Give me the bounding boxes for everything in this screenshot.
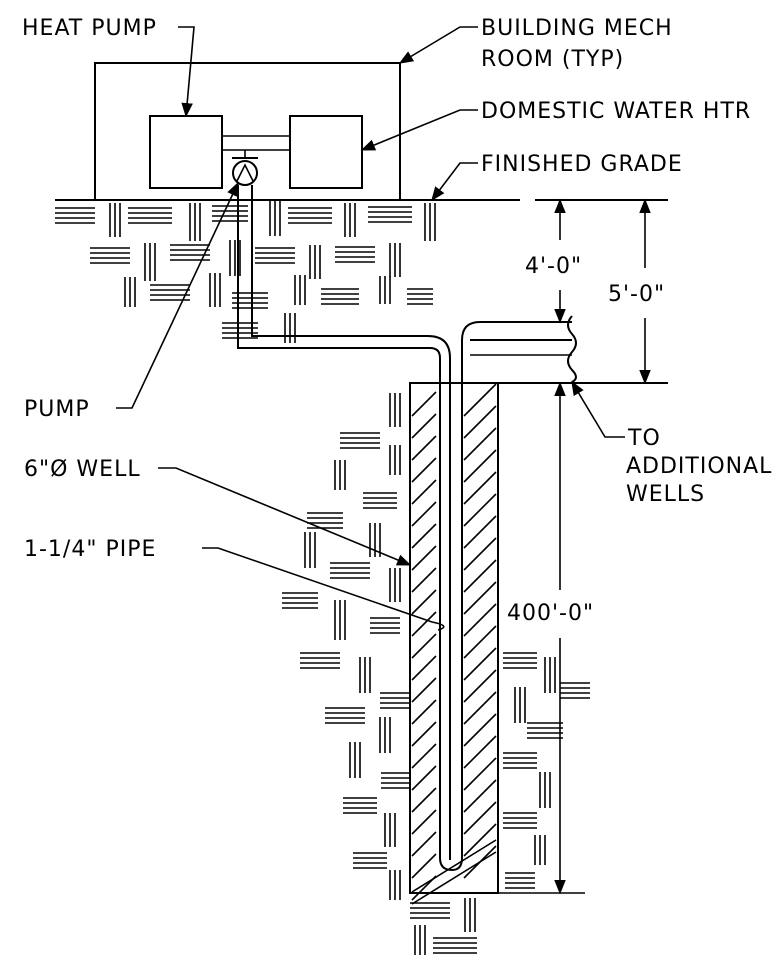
dim-5ft-label: 5'-0" [608,282,665,307]
pump-leader [116,181,239,409]
to-additional-label-line3: WELLS [626,482,705,507]
well-label: 6"Ø WELL [24,457,141,482]
building-mech-leader [398,26,478,64]
return-pipe [251,185,451,860]
soil-texture [55,200,590,955]
supply-pipe [237,185,572,872]
dim-400ft-label: 400'-0" [507,601,594,626]
pipe-break-symbol [567,315,577,383]
dim-4ft-label: 4'-0" [525,254,582,279]
pump-label: PUMP [24,397,90,422]
to-additional-leader [571,380,625,438]
heat-pump-label: HEAT PUMP [22,16,157,41]
heat-pump-unit [149,115,223,189]
pump-triangle [236,163,254,182]
pipe-leader [202,547,445,631]
finished-grade-leader [431,162,478,202]
domestic-water-leader [360,109,478,151]
well-leader [158,467,412,566]
heat-pump-leader [178,26,195,118]
grout-hatch [411,383,497,905]
pipe-label: 1-1/4" PIPE [24,537,156,562]
building-mech-label-line1: BUILDING MECH [481,16,673,41]
domestic-water-heater-unit [289,115,363,189]
pump-symbol [232,160,258,186]
to-additional-label-line1: TO [627,426,661,451]
finished-grade-label: FINISHED GRADE [481,152,683,177]
building-mech-room [94,62,401,201]
to-additional-label-line2: ADDITIONAL [626,454,772,479]
domestic-water-htr-label: DOMESTIC WATER HTR [481,99,751,124]
building-mech-label-line2: ROOM (TYP) [481,47,624,72]
